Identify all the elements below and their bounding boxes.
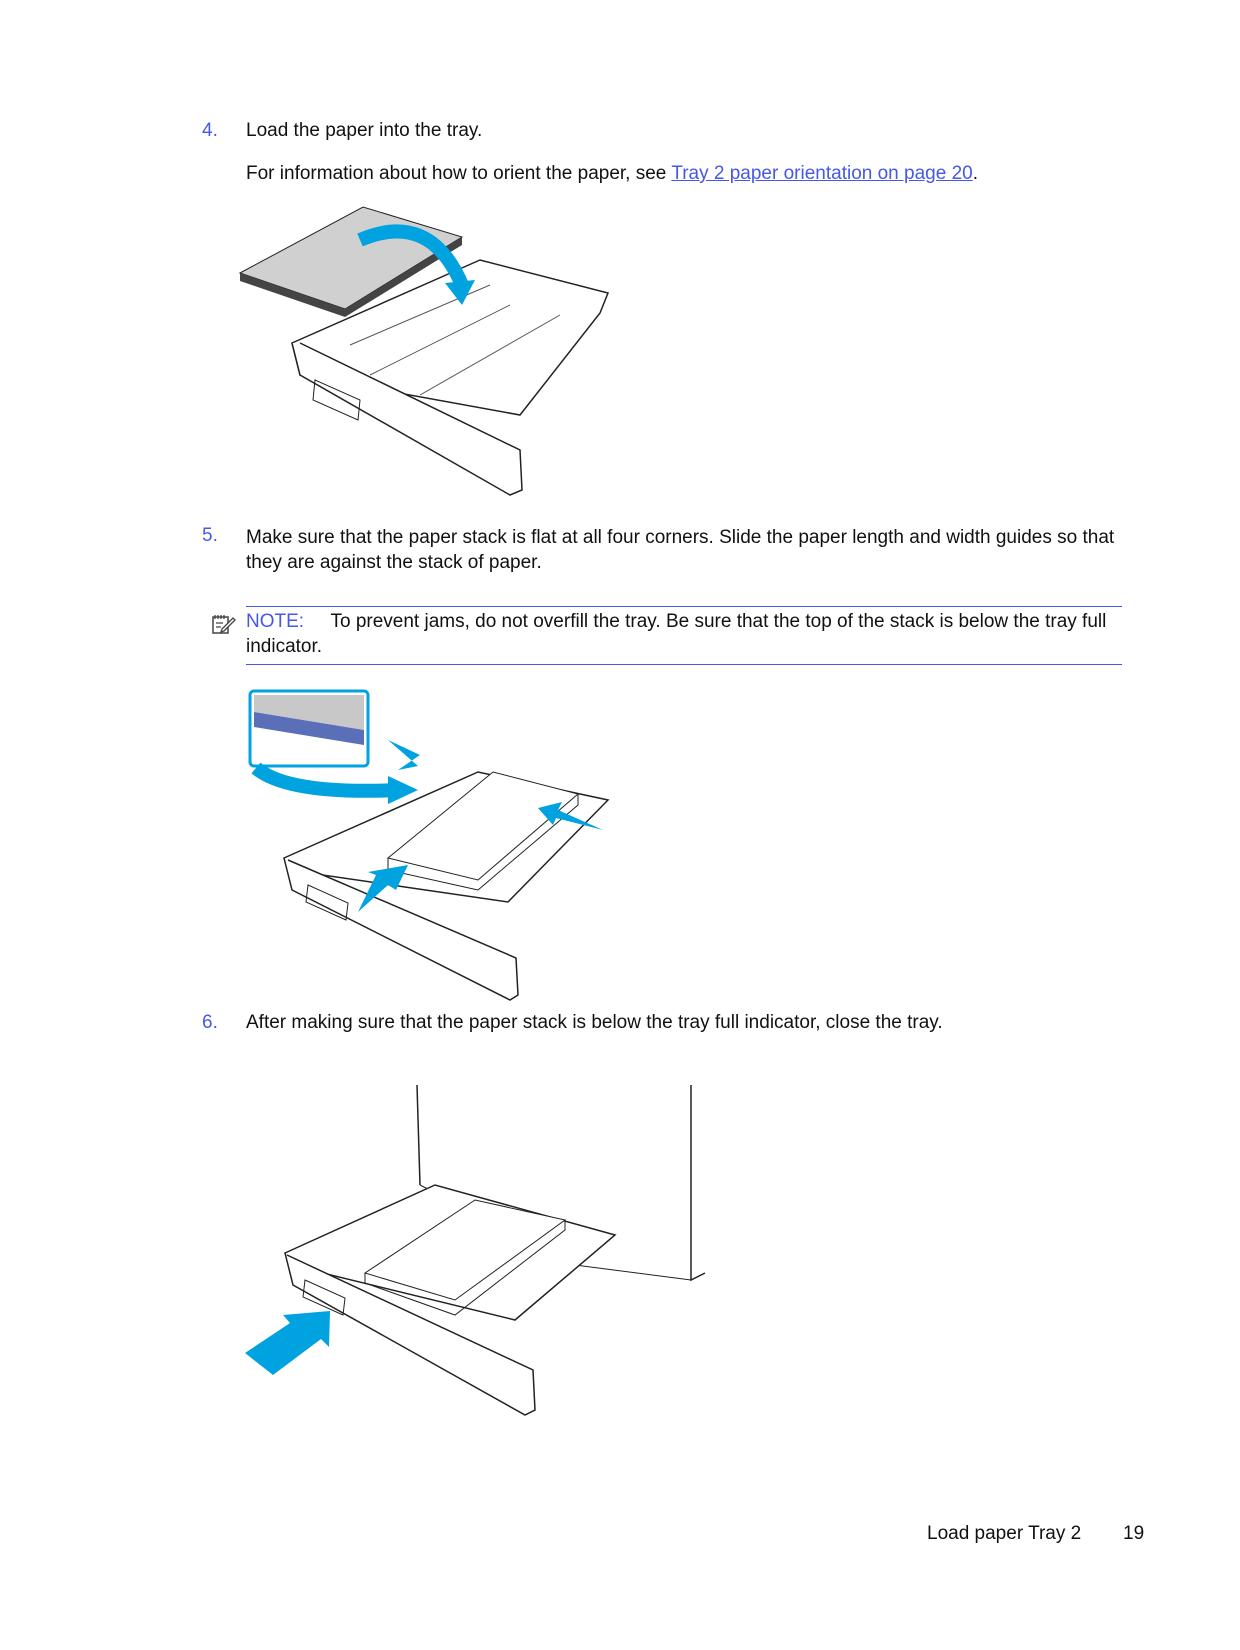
note-text: To prevent jams, do not overfill the tra…	[246, 611, 1107, 657]
orientation-link[interactable]: Tray 2 paper orientation on page 20	[671, 163, 973, 184]
step-4-number: 4.	[202, 120, 218, 141]
note-top-rule	[246, 606, 1122, 607]
page-number: 19	[1123, 1523, 1145, 1544]
note-pencil-icon	[212, 615, 236, 634]
step-4-info: For information about how to orient the …	[246, 163, 978, 185]
note-bottom-rule	[246, 664, 1122, 665]
step-4-text: Load the paper into the tray.	[246, 120, 483, 141]
paper-guides-illustration	[248, 689, 610, 1001]
info-prefix: For information about how to orient the …	[246, 163, 672, 184]
close-tray-illustration	[245, 1084, 706, 1416]
step-6-number: 6.	[202, 1012, 218, 1033]
step-6-text: After making sure that the paper stack i…	[246, 1012, 943, 1033]
footer-section-title: Load paper Tray 2	[927, 1523, 1082, 1544]
load-paper-illustration	[238, 206, 610, 496]
note-label: NOTE:	[246, 611, 305, 632]
info-suffix: .	[972, 163, 978, 184]
note: NOTE: To prevent jams, do not overfill t…	[246, 609, 1122, 659]
step-5-text: Make sure that the paper stack is flat a…	[246, 527, 1115, 573]
step-5-number: 5.	[202, 525, 218, 546]
